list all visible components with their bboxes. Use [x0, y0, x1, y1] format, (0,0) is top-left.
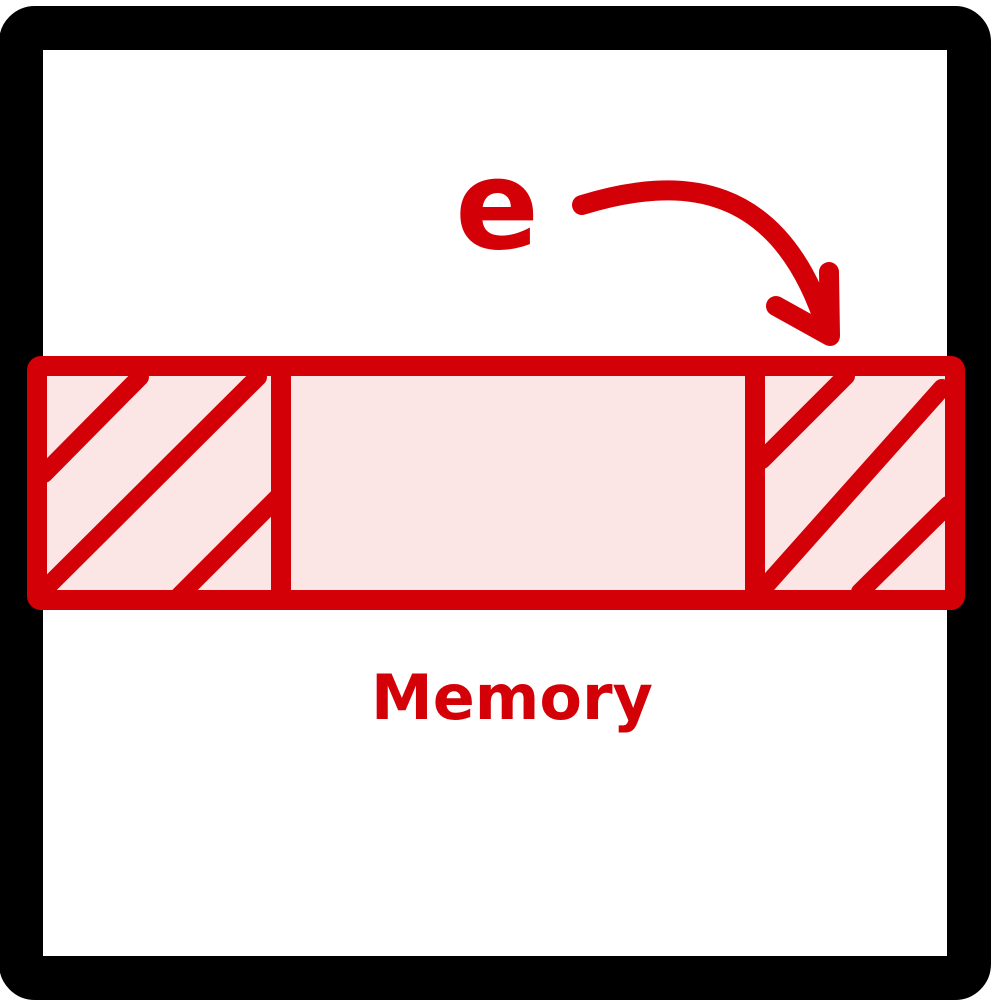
hatched-region-right	[753, 367, 957, 601]
arrow-shaft	[572, 180, 837, 340]
element-label: e	[455, 134, 539, 278]
hatched-region-left	[35, 368, 287, 604]
memory-strip	[37, 366, 955, 600]
arrow-head	[766, 262, 840, 346]
memory-strip-outline	[27, 356, 965, 610]
memory-label: Memory	[371, 661, 653, 734]
